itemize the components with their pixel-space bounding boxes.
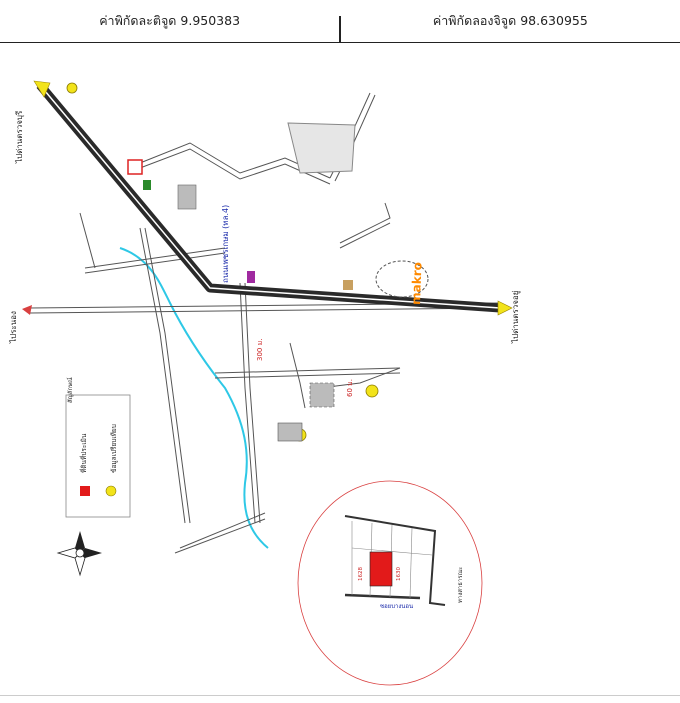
- map-svg: makro 300 ม. 60 ม. ถนนเพชรเกษม (ทล.4) ไป…: [9, 80, 521, 686]
- legend-title: สัญลักษณ์: [66, 377, 74, 403]
- legend-subject-swatch: [80, 486, 90, 496]
- location-map: makro 300 ม. 60 ม. ถนนเพชรเกษม (ทล.4) ไป…: [0, 43, 680, 693]
- latitude-label: ค่าพิกัดละติจูด 9.950383: [99, 13, 241, 28]
- river: [119, 247, 269, 549]
- comparable-2-marker: [365, 384, 379, 398]
- temple-icon: [343, 280, 353, 290]
- coordinate-header: ค่าพิกัดละติจูด 9.950383 ค่าพิกัดลองจิจู…: [0, 0, 680, 43]
- arrow-west: [22, 305, 32, 315]
- longitude-label: ค่าพิกัดลองจิจูด 98.630955: [432, 13, 588, 28]
- legend-subject-label: ที่ดินที่ประเมิน: [79, 433, 88, 473]
- inset-road-label: ซอยบางนอน: [380, 603, 413, 610]
- field-area: [287, 122, 356, 174]
- road-south-label: ไปด่านตรวจอยู่: [511, 291, 521, 344]
- makro-label: makro: [409, 262, 424, 305]
- arrow-north: [33, 80, 51, 98]
- inset-lot-b: 1630: [396, 567, 402, 581]
- inset-detail: 1628 1630 ซอยบางนอน ทางสาธารณะ: [297, 480, 483, 686]
- subject-parcel: [369, 551, 393, 587]
- footer-rule: [0, 695, 680, 696]
- road-north-label: ไปด่านตรวจบุรี: [15, 110, 24, 164]
- school-zone-ellipse: [375, 260, 429, 298]
- distance-300-label: 300 ม.: [256, 339, 264, 361]
- store-icon: [143, 180, 151, 190]
- hospital-icon: [247, 271, 255, 283]
- inset-road2-label: ทางสาธารณะ: [457, 567, 464, 603]
- school-icon: [177, 184, 197, 210]
- distance-60-label: 60 ม.: [346, 379, 354, 397]
- gas-station-icon: [127, 159, 143, 175]
- legend: ที่ดินที่ประเมิน ข้อมูลเปรียบเทียบ สัญลั…: [65, 377, 131, 518]
- village-block: [309, 382, 335, 408]
- compass-icon: [56, 531, 102, 577]
- comparable-3-marker: [66, 82, 78, 94]
- main-highway: [36, 82, 501, 313]
- legend-comparable-label: ข้อมูลเปรียบเทียบ: [110, 424, 118, 473]
- main-road-label: ถนนเพชรเกษม (ทล.4): [221, 205, 230, 283]
- legend-comparable-swatch: [105, 485, 117, 497]
- village-block-2: [277, 422, 303, 442]
- arrow-east: [497, 300, 513, 316]
- secondary-roads: [29, 92, 501, 554]
- inset-lot-a: 1628: [358, 567, 364, 581]
- header-divider: [339, 16, 341, 42]
- road-west-label: ไประนอง: [9, 311, 18, 344]
